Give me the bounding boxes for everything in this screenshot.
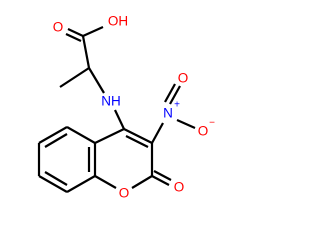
bond-c5-c6-inner bbox=[44, 133, 68, 148]
nitro-oxygen-charge: − bbox=[209, 118, 215, 129]
nitro-oxygen-double-label: O bbox=[178, 71, 189, 86]
bond-nitro-n-o-double-b bbox=[164, 83, 176, 103]
bond-carboxyl-c-alpha-c bbox=[81, 35, 91, 69]
acid-carbonyl-oxygen-label: O bbox=[53, 20, 64, 35]
lactone-carbonyl-oxygen-label: O bbox=[174, 180, 185, 195]
bond-c7-c8-inner bbox=[44, 171, 68, 186]
nitro-nitrogen-charge: + bbox=[174, 100, 180, 111]
bond-alpha-c-amine bbox=[88, 67, 105, 94]
bond-ring-o-c8a bbox=[94, 175, 117, 189]
bond-c2-carbonyl-o-b bbox=[153, 170, 172, 181]
nitro-oxygen-single-label: O bbox=[198, 124, 209, 139]
bond-c7-c8 bbox=[38, 175, 68, 193]
bonds bbox=[37, 25, 196, 193]
bond-c8-c8a bbox=[66, 175, 96, 193]
ring-oxygen-label: O bbox=[119, 186, 130, 201]
bond-alpha-c-methyl bbox=[59, 67, 90, 88]
atom-labels: OH O NH N + O O − O O bbox=[53, 14, 215, 201]
bond-carboxyl-c-carbonyl-o-b bbox=[65, 33, 82, 42]
bond-c2-carbonyl-o-a bbox=[151, 175, 170, 186]
bond-c4-c3 bbox=[123, 128, 153, 144]
bond-c2-ring-o bbox=[131, 175, 153, 189]
acid-hydroxyl-label: OH bbox=[108, 14, 128, 29]
bond-c4-c4a bbox=[94, 128, 125, 144]
bond-carboxyl-c-hydroxyl bbox=[82, 25, 104, 38]
chemical-structure-diagram: OH O NH N + O O − O O bbox=[37, 14, 215, 201]
bond-c4a-c5 bbox=[66, 126, 96, 144]
bond-c5-c6 bbox=[38, 126, 68, 144]
bond-nitro-n-o-double-a bbox=[169, 85, 181, 105]
bond-carboxyl-c-carbonyl-o-a bbox=[67, 28, 84, 37]
bond-amine-c4 bbox=[114, 109, 125, 130]
nitro-nitrogen-label: N bbox=[163, 106, 173, 121]
bond-nitro-n-o-single bbox=[176, 118, 196, 130]
amine-label: NH bbox=[101, 94, 121, 109]
bond-c4-c3-inner bbox=[125, 135, 149, 148]
bond-c3-nitro-n bbox=[151, 122, 164, 144]
